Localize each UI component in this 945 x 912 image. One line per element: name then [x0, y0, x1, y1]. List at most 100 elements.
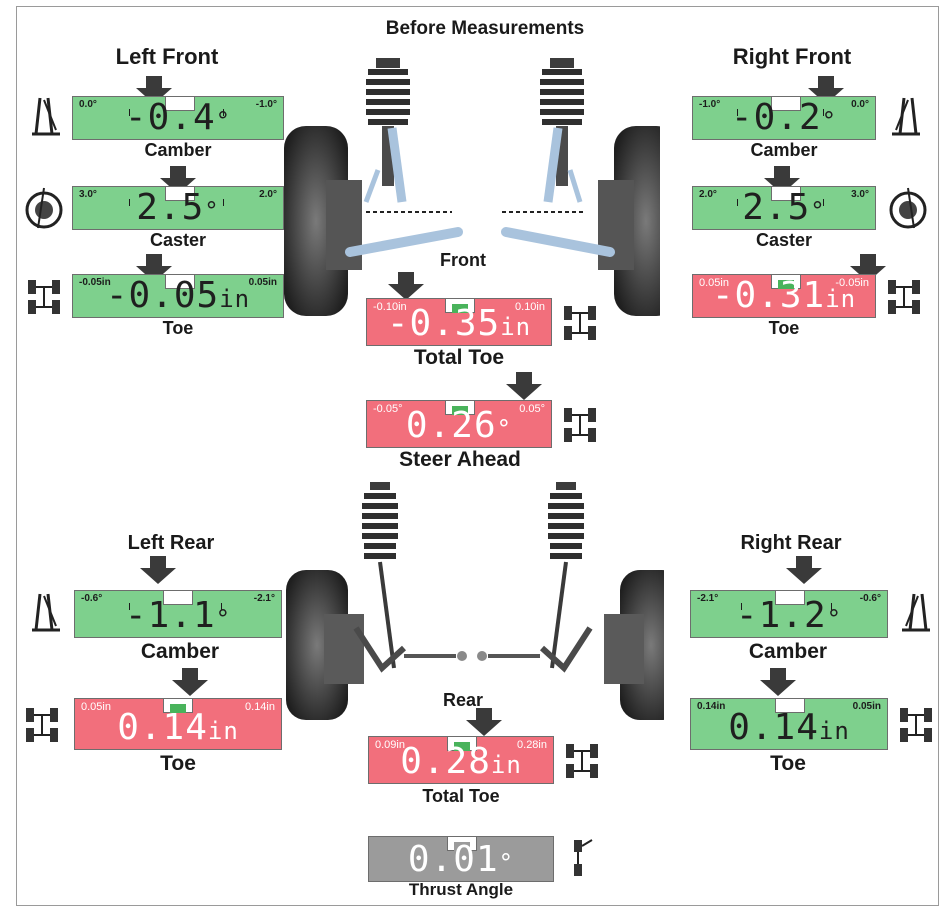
rf-toe-value: -0.31in: [711, 275, 857, 316]
right-rear-header: Right Rear: [740, 532, 842, 554]
lf-caster-max: 2.0°: [259, 189, 277, 200]
rr-toe-gauge: 0.14in 0.05in 0.14in: [690, 698, 888, 750]
rear-total-toe-label: Total Toe: [422, 786, 500, 806]
front-right-strut: [540, 58, 584, 203]
rear-right-hub: [604, 614, 644, 684]
camber-icon: [32, 97, 60, 136]
steer-ahead-spec-notch: [445, 401, 475, 415]
rf-camber-value: -0.2°: [730, 97, 838, 138]
thrust-angle-value: 0.01°: [407, 839, 515, 880]
rear-total-toe-value: 0.28in: [400, 741, 522, 782]
steer-ahead-min: -0.05°: [373, 403, 403, 415]
front-suspension-illustration: [284, 58, 660, 316]
rf-toe-label: Toe: [768, 318, 800, 338]
rf-camber-label: Camber: [750, 140, 818, 160]
lr-toe-min: 0.05in: [81, 701, 111, 713]
rf-toe-indicator-arrow: [850, 254, 886, 282]
rf-toe-max: -0.05in: [835, 277, 869, 289]
lr-camber-value: -1.1°: [124, 595, 232, 636]
lr-camber-max: -2.1°: [253, 593, 275, 604]
rear-axle-label: Rear: [442, 690, 484, 710]
rr-toe-spec-notch: [775, 699, 805, 713]
rr-toe-max: 0.05in: [852, 701, 881, 712]
left-rear-header: Left Rear: [127, 532, 215, 554]
rf-camber-max: 0.0°: [851, 99, 869, 110]
rear-total-toe-indicator-arrow: [466, 708, 502, 736]
lr-toe-value: 0.14in: [117, 707, 239, 748]
rf-caster-label: Caster: [755, 230, 813, 250]
rf-camber-indicator-arrow: [808, 76, 844, 104]
thrust-angle-spec-notch: [447, 837, 477, 851]
thrust-angle-label: Thrust Angle: [408, 880, 514, 899]
lf-caster-value: 2.5°: [136, 187, 220, 228]
front-total-toe-label: Total Toe: [413, 346, 505, 369]
lf-toe-gauge: -0.05in 0.05in -0.05in: [72, 274, 284, 318]
lf-camber-indicator-arrow: [136, 76, 172, 104]
rf-caster-value: 2.5°: [742, 187, 826, 228]
thrust-icon: [574, 839, 593, 876]
lf-toe-value: -0.05in: [105, 275, 251, 316]
rear-total-toe-gauge: 0.09in 0.28in 0.28in: [368, 736, 554, 784]
left-front-header: Left Front: [115, 44, 219, 69]
rear-total-toe-max: 0.28in: [517, 739, 547, 751]
rr-camber-min: -2.1°: [697, 593, 719, 604]
lr-toe-max: 0.14in: [245, 701, 275, 713]
rf-caster-indicator-arrow: [764, 166, 800, 194]
rf-camber-min: -1.0°: [699, 99, 721, 110]
rr-camber-indicator-arrow: [786, 556, 822, 584]
rr-toe-indicator-arrow: [760, 668, 796, 696]
rf-caster-gauge: 2.0° 3.0° 2.5°: [692, 186, 876, 230]
rf-toe-min: 0.05in: [699, 277, 729, 289]
toe-icon: [28, 280, 60, 314]
caster-wheel-icon: [25, 187, 63, 229]
lf-caster-gauge: 3.0° 2.0° 2.5°: [72, 186, 284, 230]
lf-toe-spec-notch: [165, 275, 195, 289]
steer-ahead-value: 0.26°: [405, 405, 513, 446]
lf-camber-spec-notch: [165, 97, 195, 111]
lf-caster-label: Caster: [149, 230, 207, 250]
front-axle-label: Front: [440, 250, 486, 270]
camber-icon: [892, 97, 920, 136]
rr-camber-max: -0.6°: [859, 593, 881, 604]
toe-icon: [564, 306, 596, 340]
lf-caster-indicator-arrow: [160, 166, 196, 194]
rr-toe-min: 0.14in: [697, 701, 726, 712]
steer-ahead-indicator-arrow: [506, 372, 542, 400]
lf-camber-value: -0.4°: [124, 97, 232, 138]
rr-camber-value: -1.2°: [735, 595, 843, 636]
front-total-toe-max: 0.10in: [515, 301, 545, 313]
steer-ahead-gauge: -0.05° 0.05° 0.26°: [366, 400, 552, 448]
lf-caster-spec-notch: [165, 187, 195, 201]
steer-ahead-label: Steer Ahead: [399, 448, 521, 471]
lf-caster-min: 3.0°: [79, 189, 97, 200]
rf-camber-gauge: -1.0° 0.0° -0.2°: [692, 96, 876, 140]
lr-toe-label: Toe: [160, 752, 196, 775]
rear-right-strut: [539, 482, 593, 673]
rear-left-strut: [353, 482, 407, 673]
rf-toe-spec-notch: [771, 275, 801, 289]
front-total-toe-min: -0.10in: [373, 301, 407, 313]
front-right-control-arm: [501, 227, 615, 257]
rear-total-toe-spec-notch: [447, 737, 477, 751]
lr-camber-label: Camber: [140, 640, 220, 663]
thrust-angle-gauge: 0.01°: [368, 836, 554, 882]
lr-camber-spec-notch: [163, 591, 193, 605]
rr-camber-label: Camber: [748, 640, 828, 663]
front-total-toe-gauge: -0.10in 0.10in -0.35in: [366, 298, 552, 346]
rf-caster-spec-notch: [771, 187, 801, 201]
camber-icon: [32, 593, 60, 632]
rear-total-toe-min: 0.09in: [375, 739, 405, 751]
rf-camber-spec-notch: [771, 97, 801, 111]
steer-ahead-max: 0.05°: [519, 403, 545, 415]
front-total-toe-indicator-arrow: [388, 272, 424, 300]
camber-icon: [902, 593, 930, 632]
rf-caster-max: 3.0°: [851, 189, 869, 200]
rr-toe-label: Toe: [770, 752, 806, 775]
caster-wheel-icon: [889, 187, 927, 229]
front-left-strut: [363, 58, 410, 203]
rr-camber-spec-notch: [775, 591, 805, 605]
lf-camber-label: Camber: [144, 140, 212, 160]
steer-ahead-icon: [564, 408, 596, 442]
lr-toe-spec-notch: [163, 699, 193, 713]
lf-camber-min: 0.0°: [79, 99, 97, 110]
